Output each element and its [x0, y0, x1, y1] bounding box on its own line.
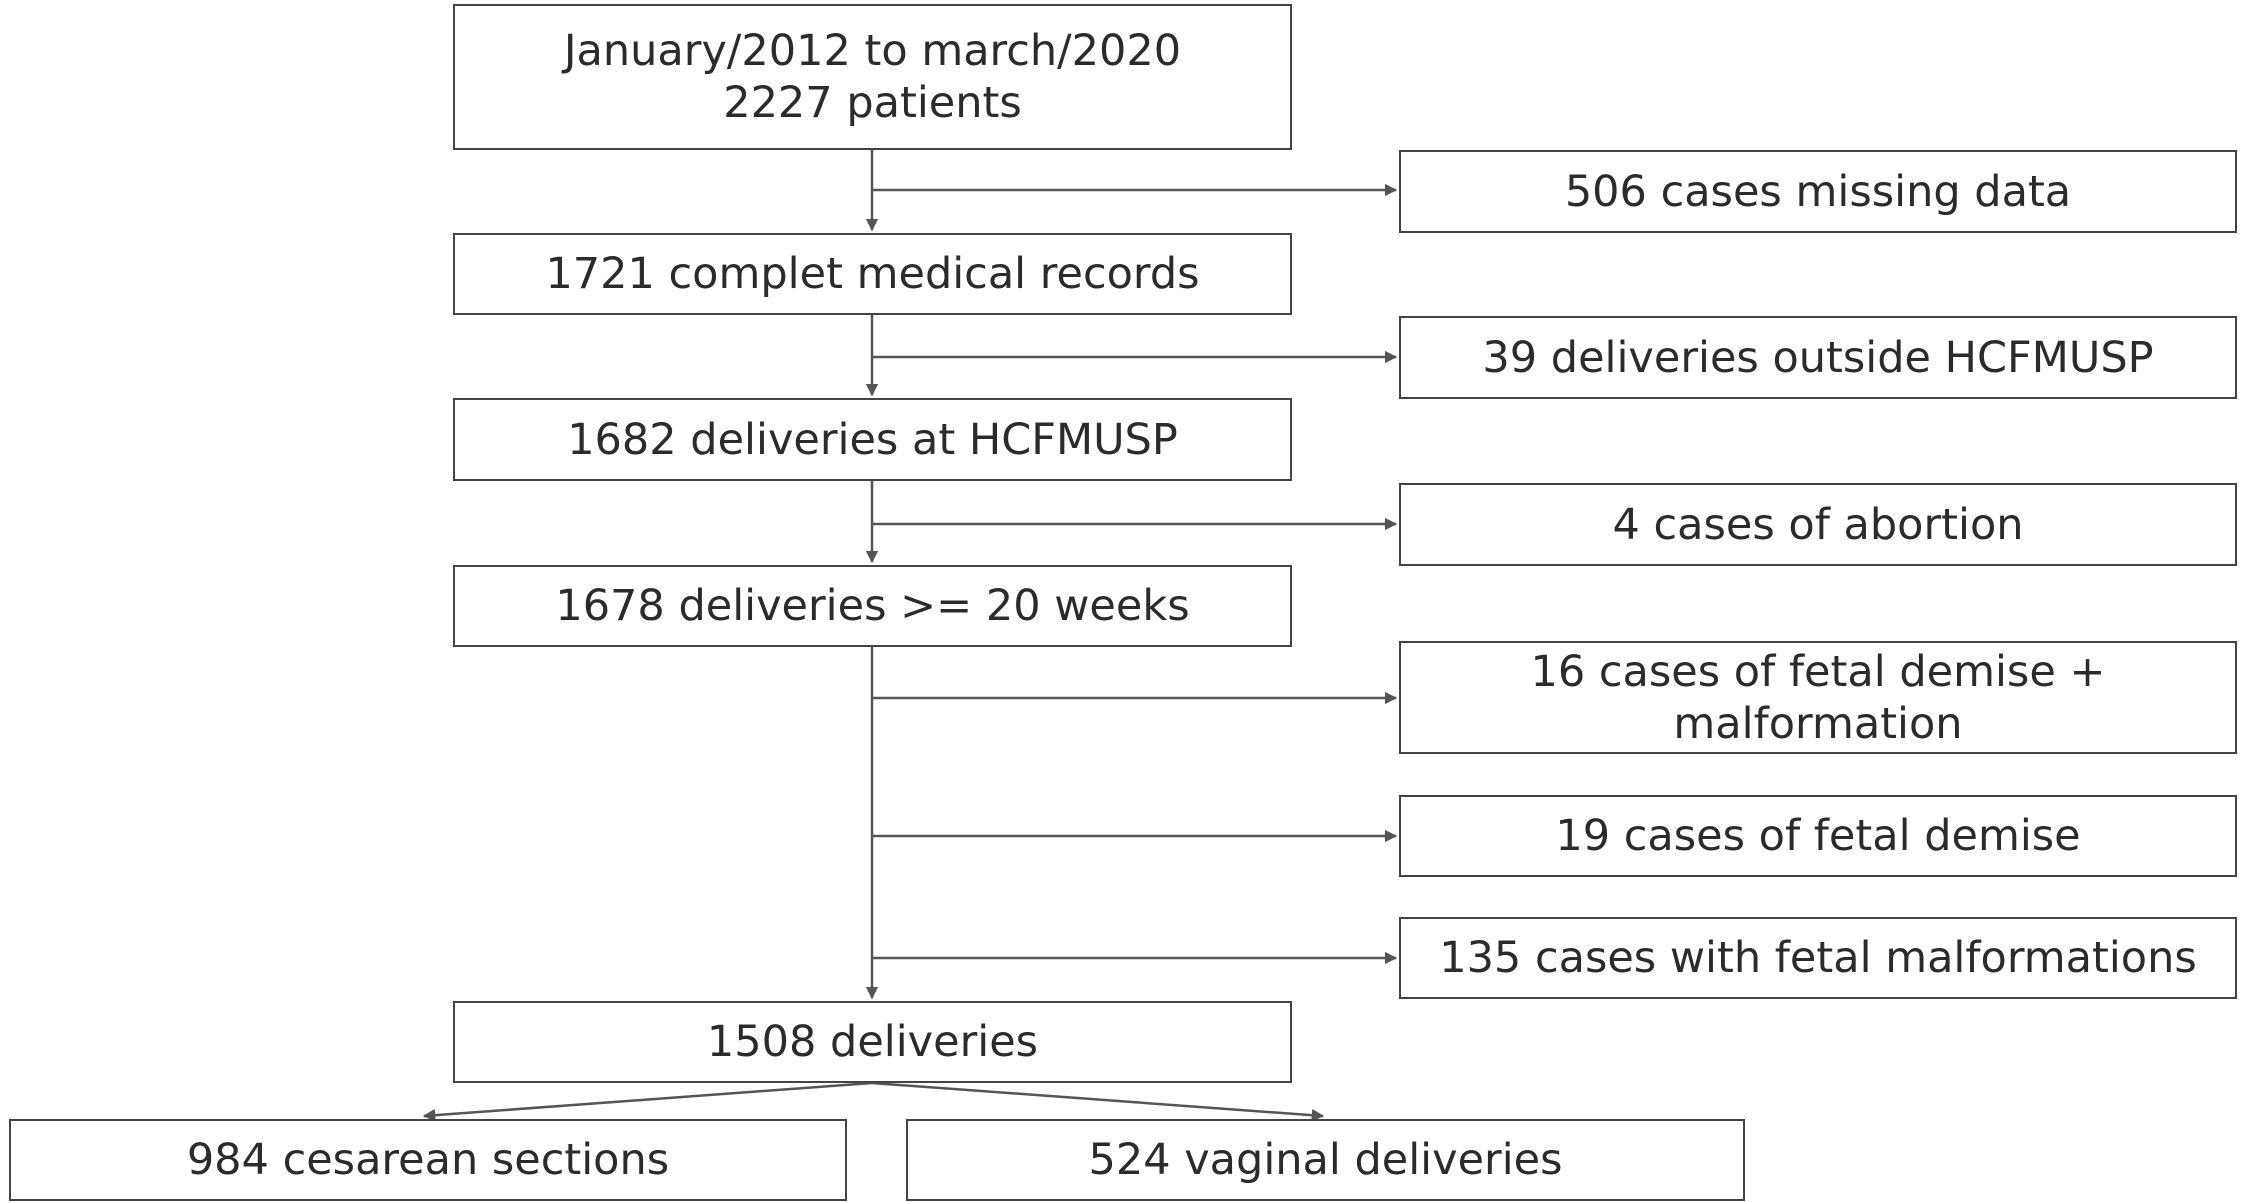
box-vaginal-deliveries: 524 vaginal deliveries — [906, 1119, 1745, 1201]
box-complete-records: 1721 complet medical records — [453, 233, 1292, 315]
box-final-deliveries: 1508 deliveries — [453, 1001, 1292, 1083]
box-start: January/2012 to march/2020 2227 patients — [453, 4, 1292, 150]
box-demise-malformation: 16 cases of fetal demise + malformation — [1399, 641, 2237, 754]
box-deliveries-20-weeks: 1678 deliveries >= 20 weeks — [453, 565, 1292, 647]
box-cesarean-sections: 984 cesarean sections — [9, 1119, 847, 1201]
box-fetal-malformations: 135 cases with fetal malformations — [1399, 917, 2237, 999]
arrow-to-cesarean — [422, 1081, 873, 1122]
box-missing-data: 506 cases missing data — [1399, 150, 2237, 233]
box-abortion: 4 cases of abortion — [1399, 483, 2237, 566]
box-fetal-demise: 19 cases of fetal demise — [1399, 795, 2237, 877]
arrow-to-vaginal — [871, 1081, 1325, 1122]
box-outside-hcfmusp: 39 deliveries outside HCFMUSP — [1399, 316, 2237, 399]
box-deliveries-hcfmusp: 1682 deliveries at HCFMUSP — [453, 398, 1292, 481]
